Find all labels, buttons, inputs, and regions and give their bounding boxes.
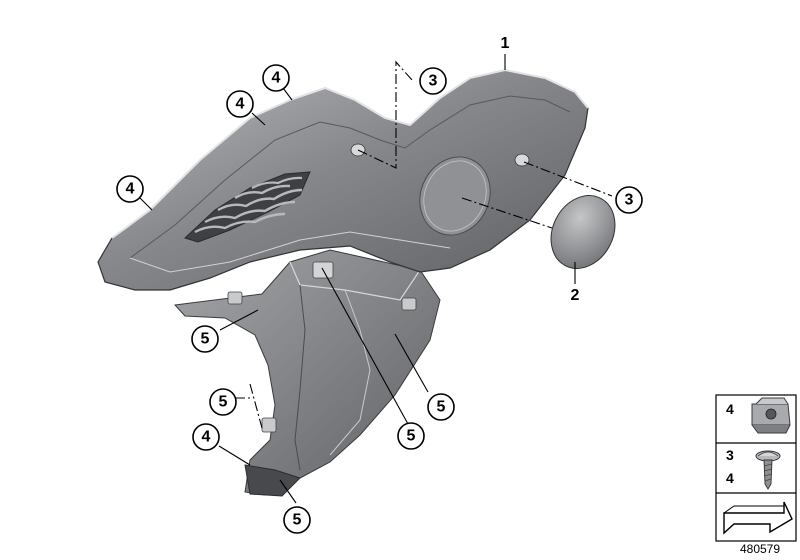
svg-text:5: 5 <box>201 331 210 348</box>
svg-text:4: 4 <box>272 70 281 87</box>
lower-bracket <box>173 249 441 497</box>
callout-4-bottom[interactable]: 4 <box>192 423 220 451</box>
legend-row-2-label-a: 3 <box>726 447 734 463</box>
callout-5-left[interactable]: 5 <box>191 325 219 353</box>
svg-text:5: 5 <box>219 394 228 411</box>
direction-arrow-icon <box>723 501 793 535</box>
leader-lines <box>139 54 613 504</box>
svg-text:3: 3 <box>625 192 634 209</box>
legend-row-2-label-b: 4 <box>726 470 734 486</box>
trim-panel <box>97 68 589 291</box>
callout-5-right-upper[interactable]: 5 <box>427 393 455 421</box>
callout-5-mid[interactable]: 5 <box>209 388 237 416</box>
legend-box: 4 3 4 <box>715 394 797 542</box>
callout-3-right[interactable]: 3 <box>615 186 643 214</box>
svg-text:4: 4 <box>202 429 211 446</box>
callout-3-top[interactable]: 3 <box>419 67 447 95</box>
screw-icon <box>755 450 781 490</box>
svg-text:5: 5 <box>407 428 416 445</box>
callout-4-top-1[interactable]: 4 <box>262 64 290 92</box>
diagram-number: 480579 <box>740 542 780 556</box>
svg-text:5: 5 <box>293 512 302 529</box>
legend-row-1-label: 4 <box>726 401 734 417</box>
clip-nut-icon <box>751 397 791 434</box>
svg-text:4: 4 <box>236 96 245 113</box>
svg-text:4: 4 <box>126 181 135 198</box>
svg-text:5: 5 <box>437 399 446 416</box>
callout-4-top-2[interactable]: 4 <box>226 90 254 118</box>
label-part-2[interactable]: 2 <box>571 287 580 304</box>
label-part-1[interactable]: 1 <box>501 35 510 52</box>
svg-text:3: 3 <box>429 73 438 90</box>
callout-5-bottom[interactable]: 5 <box>283 506 311 534</box>
callout-4-left[interactable]: 4 <box>116 175 144 203</box>
cover-cap <box>550 195 616 269</box>
speaker-grille <box>184 171 311 243</box>
callout-5-right-lower[interactable]: 5 <box>397 422 425 450</box>
